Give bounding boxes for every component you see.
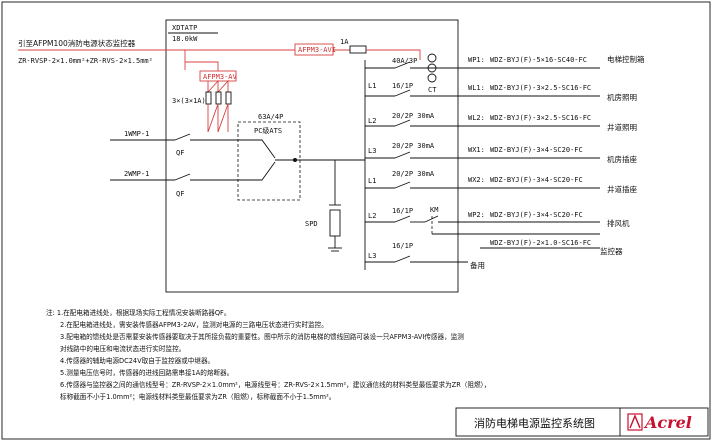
branch-2-cable: WDZ-BYJ(F)-3×2.5-SC16-FC: [490, 114, 591, 122]
note-2: 2.在配电箱进线处，需安装传感器AFPM3-2AV，监测对电源的三路电压状态进行…: [60, 320, 328, 329]
branch-2-rating: 20/2P 30mA: [392, 112, 435, 120]
branch-3-load: 机房插座: [607, 154, 637, 164]
spd-device: [329, 209, 341, 237]
note-5: 5.测量电压信号时，传感器的进线回路需串接1A的熔断器。: [60, 368, 233, 377]
fuse-1a: [349, 45, 367, 54]
branch-5-km: KM: [430, 206, 438, 214]
sensor-av-label: AFPM3-AV: [203, 73, 238, 81]
branch-1-id: WL1:: [468, 84, 485, 92]
branch-1-rating: 16/1P: [392, 82, 413, 90]
main-breaker-rating: 40A/3P: [392, 57, 417, 65]
breaker-qf-2: [174, 173, 191, 181]
panel-power: 18.0kW: [172, 35, 198, 43]
drawing-title: 消防电梯电源监控系统图: [474, 416, 595, 430]
branch-5-cable: WDZ-BYJ(F)-3×4-SC20-FC: [490, 211, 583, 219]
branch-2-phase: L2: [368, 117, 376, 125]
fuse-1a-label: 1A: [340, 38, 349, 46]
branch-5-phase: L2: [368, 212, 376, 220]
brand-name: Acrel: [643, 413, 692, 432]
monitor-note: 引至AFPM100消防电源状态监控器: [18, 38, 136, 48]
branch-2-load: 井道照明: [607, 122, 637, 132]
cabinet-box: [165, 19, 459, 293]
incoming-1-label: 1WMP-1: [124, 130, 149, 138]
branch-0: WP1: WDZ-BYJ(F)-5×16-SC40-FC 电梯控制箱: [468, 54, 645, 69]
branch-5-load: 排风机: [607, 218, 630, 228]
branch-4-phase: L1: [368, 177, 376, 185]
branch-3-id: WX1:: [468, 146, 485, 154]
branch-3-cable: WDZ-BYJ(F)-3×4-SC20-FC: [490, 146, 583, 154]
note-6b: 标称截面不小于1.0mm²；电源线材料类型最低要求为ZR（阻燃），标称截面不小于…: [60, 392, 335, 401]
branch-3: L3 20/2P 30mA WX1: WDZ-BYJ(F)-3×4-SC20-F…: [365, 142, 637, 164]
panel-model: XDTATP: [172, 24, 197, 32]
branch-1-cable: WDZ-BYJ(F)-3×2.5-SC16-FC: [490, 84, 591, 92]
incoming-2-breaker: QF: [176, 190, 184, 198]
branch-7-rating: 16/1P: [392, 242, 413, 250]
branch-4-id: WX2:: [468, 176, 485, 184]
branch-0-load: 电梯控制箱: [607, 54, 645, 64]
breaker-qf-1: [174, 133, 191, 141]
branch-2: L2 20/2P 30mA WL2: WDZ-BYJ(F)-3×2.5-SC16…: [365, 112, 637, 132]
title-block: [455, 407, 709, 437]
branch-7: L3 16/1P 备用: [365, 242, 485, 270]
ats-name: PC级ATS: [254, 126, 282, 135]
branch-1-load: 机房照明: [607, 92, 637, 102]
incoming-1-breaker: QF: [176, 149, 184, 157]
ct-label: CT: [428, 86, 437, 94]
fuse-c: [225, 91, 232, 105]
note-4: 4.传感器的辅助电源DC24V取自于监控器或中继器。: [60, 356, 214, 365]
branch-6-load: 监控器: [600, 246, 623, 256]
branch-7-phase: L3: [368, 252, 376, 260]
branch-6: WDZ-BYJ(F)-2×1.0-SC16-FC 监控器: [431, 216, 623, 256]
branch-5-rating: 16/1P: [392, 207, 413, 215]
note-3: 3.配电箱的馈线处是否需要安装传感器要取决于其所接负载的重要性。图中所示的消防电…: [60, 332, 464, 341]
branch-2-id: WL2:: [468, 114, 485, 122]
note-1: 注: 1.在配电箱进线处，根据现场实际工程情况安装断路器QF。: [46, 308, 230, 317]
ct-ring-2: [427, 63, 437, 73]
branch-4-load: 井道插座: [607, 184, 637, 194]
branch-0-cable: WDZ-BYJ(F)-5×16-SC40-FC: [490, 56, 587, 64]
branch-3-phase: L3: [368, 147, 376, 155]
notes: 注: 1.在配电箱进线处，根据现场实际工程情况安装断路器QF。 2.在配电箱进线…: [46, 308, 490, 401]
ats-rating: 63A/4P: [258, 113, 283, 121]
fuse-b: [215, 91, 222, 105]
branch-1-phase: L1: [368, 82, 376, 90]
spd-label: SPD: [305, 220, 318, 228]
sensor-avi-label: AFPM3-AVI: [298, 46, 336, 54]
incoming-2-label: 2WMP-1: [124, 170, 149, 178]
note-6: 6.传感器与监控器之间的通信线型号：ZR-RVSP-2×1.0mm²，电源线型号…: [60, 380, 490, 389]
branch-5: L2 16/1P KM WP2: WDZ-BYJ(F)-3×4-SC20-FC …: [365, 206, 630, 228]
ats-box: [237, 121, 301, 201]
fuse-group-label: 3×(3×1A): [172, 97, 206, 105]
note-3b: 对线路中的电压和电流状态进行实时监控。: [60, 344, 185, 353]
fuse-a: [205, 91, 212, 105]
branch-3-rating: 20/2P 30mA: [392, 142, 435, 150]
ct-ring-1: [427, 53, 437, 63]
branch-4-cable: WDZ-BYJ(F)-3×4-SC20-FC: [490, 176, 583, 184]
ct-ring-3: [427, 73, 437, 83]
comm-cable: ZR-RVSP-2×1.0mm²+ZR-RVS-2×1.5mm²: [18, 57, 153, 65]
branch-0-id: WP1:: [468, 56, 485, 64]
branch-1: L1 16/1P WL1: WDZ-BYJ(F)-3×2.5-SC16-FC 机…: [365, 82, 637, 102]
branch-7-load: 备用: [470, 260, 485, 270]
branch-4: L1 20/2P 30mA WX2: WDZ-BYJ(F)-3×4-SC20-F…: [365, 170, 637, 194]
branch-6-cable: WDZ-BYJ(F)-2×1.0-SC16-FC: [490, 239, 591, 247]
acrel-logo: Acrel: [627, 413, 692, 432]
sensor-avi: [294, 43, 334, 56]
branch-4-rating: 20/2P 30mA: [392, 170, 435, 178]
branch-5-id: WP2:: [468, 211, 485, 219]
